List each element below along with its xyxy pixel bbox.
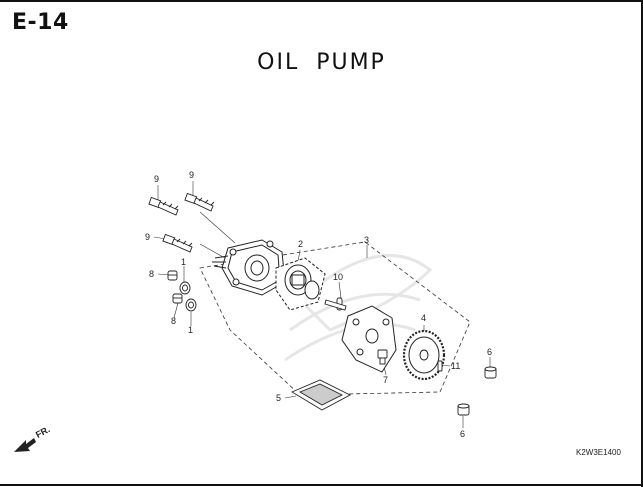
callout-9a: 9 [154,174,159,184]
callout-5: 5 [276,393,281,403]
callout-9b: 9 [189,170,194,180]
collar-lower [457,403,470,416]
callout-4: 4 [421,313,426,323]
callout-10: 10 [333,272,343,282]
top-border [0,0,643,2]
right-border [641,0,643,487]
cover-screw [377,349,388,365]
callout-6b: 6 [460,429,465,439]
assembly-frame-dashed [199,241,471,396]
flange-bolt-lower [162,233,193,253]
sprocket-pin [437,360,443,372]
callout-8a: 8 [149,269,154,279]
flange-bolt-upper-right [184,192,215,212]
o-ring-upper [179,281,191,295]
flange-bolt-upper-left [148,196,179,216]
callout-8b: 8 [171,316,176,326]
leader-lines [153,181,491,428]
callout-3: 3 [364,235,369,245]
callout-7: 7 [383,375,388,385]
o-ring-lower [185,298,197,312]
section-code: E-14 [12,10,69,35]
callout-11: 11 [451,361,460,371]
oil-strainer-screen [291,379,351,411]
collar-upper [484,366,497,379]
callout-2: 2 [298,239,303,249]
callout-1b: 1 [188,325,193,335]
page-title: OIL PUMP [257,50,386,75]
callout-6a: 6 [487,347,492,357]
pump-rotor-set [275,257,326,311]
diagram-part-code: K2W3E1400 [576,448,621,457]
front-direction-arrow [14,438,36,452]
callout-1a: 1 [181,257,186,267]
shaft-pin [324,297,347,311]
oil-pump-cover [341,305,397,373]
bottom-border [0,484,643,486]
dowel-pin-upper [167,270,178,281]
oil-pump-body [212,239,286,296]
oil-pump-sprocket [402,329,446,381]
dowel-pin-lower [172,293,183,304]
callout-9c: 9 [145,232,150,242]
